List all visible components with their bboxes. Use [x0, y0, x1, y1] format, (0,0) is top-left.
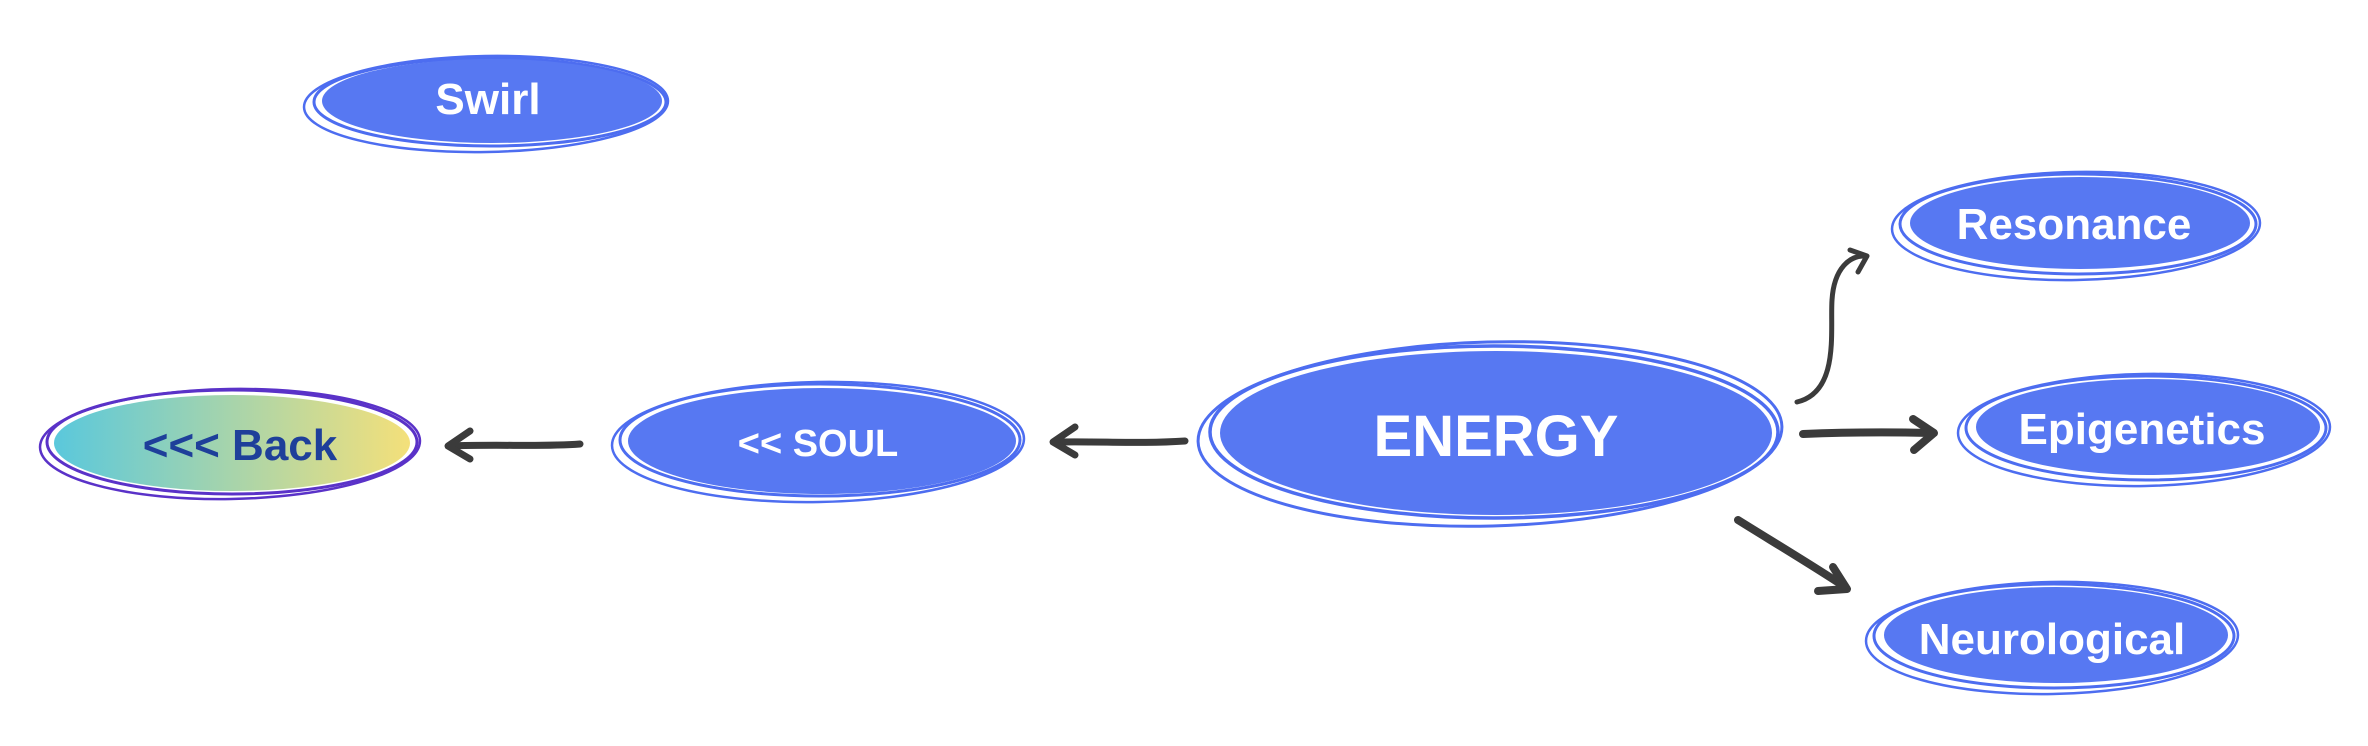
node-soul[interactable]: << SOUL: [610, 378, 1026, 505]
node-soul-label: << SOUL: [738, 423, 899, 465]
node-neurological[interactable]: Neurological: [1864, 579, 2240, 697]
arrow-energy-to-neurological: [1734, 516, 1851, 595]
node-energy-label: ENERGY: [1374, 404, 1619, 469]
node-energy[interactable]: ENERGY: [1196, 334, 1785, 533]
node-epigenetics[interactable]: Epigenetics: [1956, 371, 2332, 489]
node-swirl[interactable]: Swirl: [302, 53, 670, 155]
node-resonance-label: Resonance: [1957, 200, 2192, 249]
arrow-energy-to-soul: [1049, 423, 1189, 459]
node-resonance[interactable]: Resonance: [1890, 169, 2262, 283]
back-button[interactable]: <<< Back: [38, 386, 422, 503]
back-button-label: <<< Back: [143, 421, 338, 470]
node-swirl-label: Swirl: [435, 75, 540, 124]
arrow-energy-to-resonance: [1794, 247, 1870, 405]
arrow-soul-to-back: [444, 427, 584, 463]
arrow-energy-to-epigenetics: [1799, 415, 1938, 454]
node-epigenetics-label: Epigenetics: [2019, 405, 2266, 454]
node-neurological-label: Neurological: [1919, 615, 2186, 664]
